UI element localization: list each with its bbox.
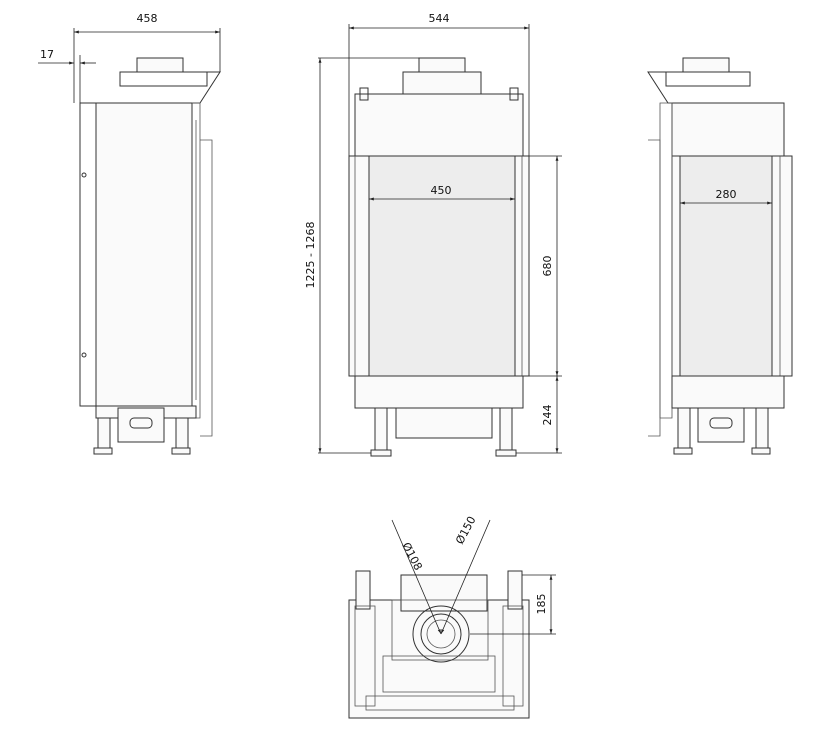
top-post-right bbox=[507, 570, 523, 610]
flue-inner-circle bbox=[420, 613, 462, 655]
front-lower-panel bbox=[354, 375, 524, 409]
flue-outer-leader bbox=[440, 519, 491, 635]
top-front-rail bbox=[365, 695, 515, 711]
side-top-hood bbox=[119, 71, 208, 87]
front-foot-left bbox=[370, 449, 392, 457]
rear-foot-right bbox=[751, 447, 771, 455]
rear-top-panel bbox=[671, 102, 785, 157]
front-flue-base bbox=[402, 71, 482, 95]
rear-valve-slot bbox=[709, 417, 733, 429]
rear-hood-slope bbox=[647, 71, 676, 104]
front-top-panel bbox=[354, 93, 524, 157]
flue-inner-leader bbox=[391, 519, 442, 635]
flue-core-circle bbox=[426, 619, 456, 649]
front-leg-left bbox=[374, 407, 388, 451]
front-flue-collar bbox=[418, 57, 466, 73]
base-height-label: 244 bbox=[541, 405, 554, 426]
top-outline bbox=[348, 599, 530, 719]
front-foot-right bbox=[495, 449, 517, 457]
side-leg-back bbox=[175, 417, 189, 449]
front-bracket-right bbox=[509, 87, 519, 101]
rear-foot-left bbox=[673, 447, 693, 455]
glass-width-label: 450 bbox=[431, 184, 452, 197]
glass-height-label: 680 bbox=[541, 256, 554, 277]
rear-side-panel bbox=[659, 102, 673, 419]
side-offset-label: 17 bbox=[40, 48, 54, 61]
top-burner-area bbox=[391, 599, 489, 661]
side-foot-front bbox=[93, 447, 113, 455]
side-foot-back bbox=[171, 447, 191, 455]
top-flue-box bbox=[400, 574, 488, 612]
side-leg-front bbox=[97, 417, 111, 449]
side-valve-box bbox=[117, 407, 165, 443]
side-front-frame bbox=[79, 102, 97, 407]
top-view: Ø108 Ø150 185 bbox=[348, 514, 556, 719]
side-depth-label: 458 bbox=[137, 12, 158, 25]
rear-leg-left bbox=[677, 407, 691, 449]
front-view: 544 450 1225 - 1268 680 244 bbox=[304, 12, 562, 457]
front-valve-box bbox=[395, 407, 493, 439]
rear-top-hood bbox=[665, 71, 751, 87]
rear-glass-width-label: 280 bbox=[716, 188, 737, 201]
side-valve-slot bbox=[129, 417, 153, 429]
front-bracket-left bbox=[359, 87, 369, 101]
side-flue-collar bbox=[136, 57, 184, 73]
top-left-rail bbox=[354, 605, 376, 707]
top-post-left bbox=[355, 570, 371, 610]
rear-valve-box bbox=[697, 407, 745, 443]
side-rear-duct bbox=[200, 139, 213, 437]
side-hood-slope bbox=[190, 71, 221, 104]
flue-outer-label: Ø150 bbox=[453, 514, 478, 546]
top-right-rail bbox=[502, 605, 524, 707]
flue-inner-label: Ø108 bbox=[399, 540, 424, 572]
front-leg-right bbox=[499, 407, 513, 451]
side-body bbox=[95, 102, 193, 407]
side-view: 458 17 bbox=[38, 12, 221, 455]
flue-offset-label: 185 bbox=[535, 594, 548, 615]
height-label: 1225 - 1268 bbox=[304, 222, 317, 289]
rear-side-duct bbox=[648, 139, 661, 437]
front-width-label: 544 bbox=[429, 12, 450, 25]
side-hinge-bottom bbox=[81, 352, 87, 358]
top-inner-tray bbox=[382, 655, 496, 693]
flue-outer-circle bbox=[412, 605, 470, 663]
rear-view: 280 bbox=[647, 57, 793, 455]
rear-glass bbox=[679, 155, 773, 377]
rear-flue-collar bbox=[682, 57, 730, 73]
rear-lower-panel bbox=[671, 375, 785, 409]
rear-leg-right bbox=[755, 407, 769, 449]
side-hinge-top bbox=[81, 172, 87, 178]
